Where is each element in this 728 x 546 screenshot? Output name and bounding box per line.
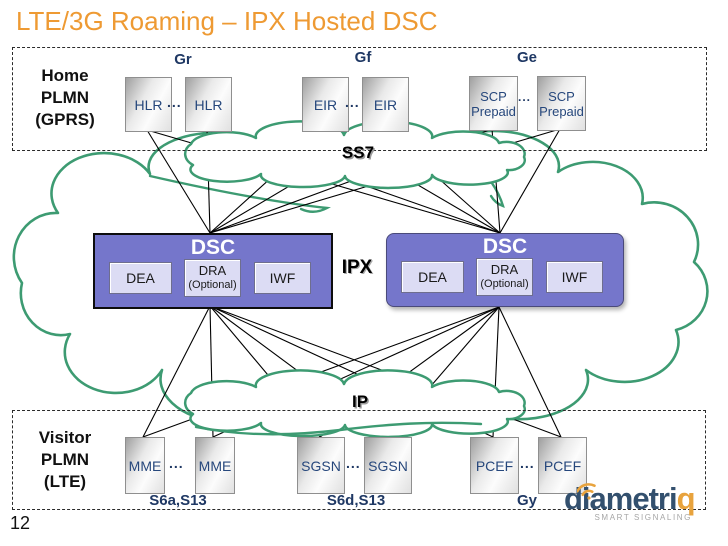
node-mme-2: MME [195,437,235,494]
node-hlr-1: HLR [125,77,172,132]
module-iwf: IWF [254,262,311,294]
home-plmn-label-line2: PLMN [40,88,90,107]
home-plmn-label-line1: Home [41,66,89,85]
interface-label-s6d-s13: S6d,S13 [326,492,386,509]
home-plmn-label: Home PLMN (GPRS) [14,65,116,131]
interface-label-ge: Ge [516,49,537,66]
node-eir-1: EIR [302,77,349,132]
slide-title: LTE/3G Roaming – IPX Hosted DSC [16,6,438,36]
visitor-plmn-label-line3: (LTE) [43,472,87,491]
ip-cloud [183,369,526,439]
scp-line2: Prepaid [471,103,516,119]
logo-brand-accent: q [676,481,696,516]
dsc-title: DSC [482,235,528,258]
node-scp-2: SCP Prepaid [537,76,586,131]
home-plmn-label-line3: (GPRS) [35,110,95,129]
module-dra: DRA (Optional) [184,259,241,297]
page-number: 12 [10,513,31,533]
scp-line2: Prepaid [539,103,584,119]
ellipsis-pcef: ... [520,455,535,471]
ellipsis-eir: ... [345,94,360,110]
interface-label-gy: Gy [516,492,537,509]
dsc-box-right: DSC DEA DRA (Optional) IWF [386,233,624,307]
node-sgsn-2: SGSN [364,437,412,494]
signal-waves-icon [577,483,596,500]
diametriq-logo: diametriq SMART SIGNALING [564,481,704,522]
home-plmn-boundary [12,47,707,151]
ellipsis-scp: ... [518,90,532,104]
ellipsis-sgsn: ... [346,455,361,471]
module-dea: DEA [401,261,464,293]
dsc-box-left: DSC DEA DRA (Optional) IWF [93,233,333,309]
node-hlr-2: HLR [185,77,232,132]
module-dra: DRA (Optional) [476,258,533,296]
visitor-plmn-label-line1: Visitor [38,428,92,447]
module-iwf: IWF [546,261,603,293]
ellipsis-hlr: ... [167,94,182,110]
dra-label: DRA [490,262,519,277]
scp-line1: SCP [480,88,507,104]
dra-optional-note: (Optional) [188,279,237,291]
interface-label-gr: Gr [174,51,192,68]
cloud-swirl-left [148,174,331,213]
dra-optional-note: (Optional) [480,278,529,290]
logo-wordmark: diametriq [564,481,696,516]
scp-line1: SCP [548,88,575,104]
ipx-cloud-label: IPX [341,257,373,278]
node-pcef-1: PCEF [470,437,519,494]
node-pcef-2: PCEF [538,437,587,494]
ss7-cloud [183,120,526,190]
node-eir-2: EIR [362,77,409,132]
interface-label-s6a-s13: S6a,S13 [149,492,207,509]
visitor-plmn-boundary [12,410,706,510]
ellipsis-mme: ... [169,455,184,471]
dsc-title: DSC [190,236,236,259]
dra-label: DRA [198,263,227,278]
visitor-plmn-label: Visitor PLMN (LTE) [14,427,116,493]
node-sgsn-1: SGSN [297,437,345,494]
logo-brand: diametri [564,481,678,516]
node-mme-1: MME [125,437,165,494]
interface-label-gf: Gf [354,49,372,66]
ip-cloud-label: IP [351,392,369,411]
cloud-swirl-bottom [194,421,483,436]
logo-tagline: SMART SIGNALING [594,513,692,522]
ss7-cloud-label: SS7 [341,143,375,162]
visitor-plmn-label-line2: PLMN [40,450,90,469]
module-dea: DEA [109,262,172,294]
node-scp-1: SCP Prepaid [469,76,518,131]
